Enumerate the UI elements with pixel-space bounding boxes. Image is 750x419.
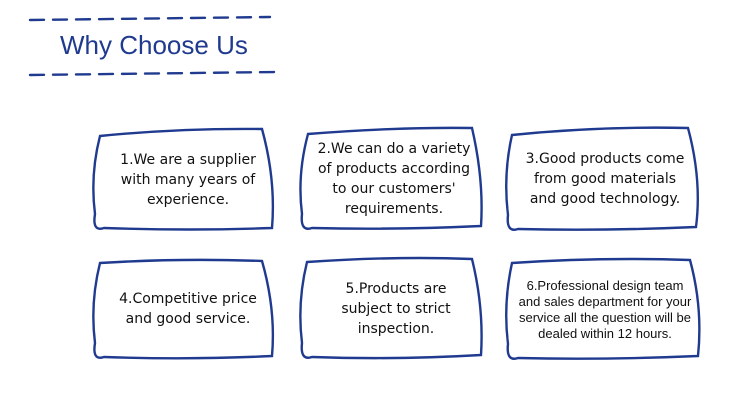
card-4-label: 4.Competitive price and good service. (119, 291, 257, 327)
card-4-text: 4.Competitive price and good service. (108, 264, 268, 354)
header-bottom-dashed-line (28, 70, 277, 77)
card-2-text: 2.We can do a variety of products accord… (312, 134, 476, 224)
card-3-label: 3.Good products come from good materials… (525, 151, 685, 207)
card-5-label: 5.Products are subject to strict inspect… (341, 281, 451, 337)
card-3-text: 3.Good products come from good materials… (522, 134, 688, 224)
card-1-label: 1.We are a supplier with many years of e… (120, 152, 256, 208)
page-title: Why Choose Us (60, 30, 248, 60)
card-5-text: 5.Products are subject to strict inspect… (318, 264, 474, 354)
card-6-label: 6.Professional design team and sales dep… (518, 278, 692, 341)
card-2-label: 2.We can do a variety of products accord… (317, 141, 471, 217)
header-top-dashed-line (28, 15, 272, 22)
card-1-text: 1.We are a supplier with many years of e… (108, 136, 268, 224)
card-6-text: 6.Professional design team and sales dep… (514, 266, 696, 354)
